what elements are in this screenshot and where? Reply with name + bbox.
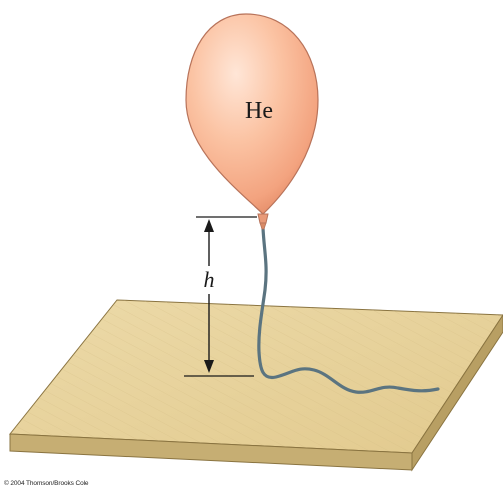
height-label: h — [204, 267, 215, 292]
board — [8, 299, 503, 472]
height-marker: h — [184, 216, 257, 377]
height-arrow-up-head — [204, 219, 214, 232]
gas-label: He — [245, 98, 273, 124]
balloon-string — [257, 226, 440, 394]
copyright-credit: © 2004 Thomson/Brooks Cole — [4, 480, 89, 487]
board-right-edge — [411, 314, 503, 472]
balloon-knot — [257, 213, 269, 224]
balloon-knot-tip — [259, 222, 267, 230]
balloon: He — [185, 13, 319, 230]
height-arrow-down-head — [204, 360, 214, 373]
